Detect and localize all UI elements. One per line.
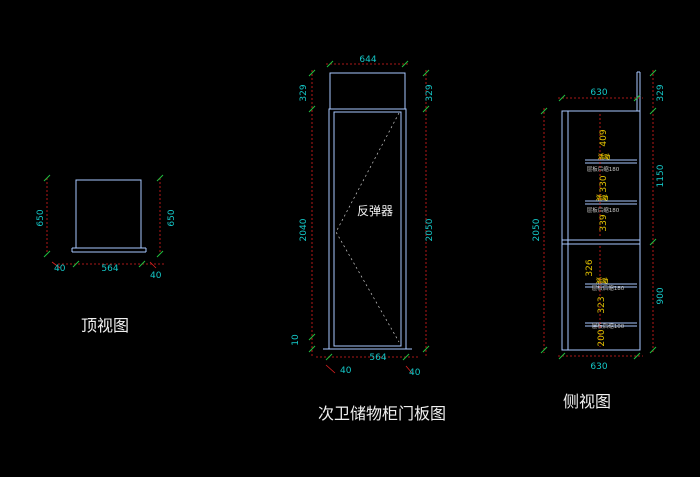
side-cabinet [561,110,641,351]
side-tag-3: 活动 [596,277,608,285]
top-view-height-left: 650 [36,209,46,226]
side-top-width: 630 [590,88,607,98]
side-view: 层板后缩180 层板后缩180 层板后缩180 层板后缩100 活动 活动 活动… [532,69,666,411]
top-view-side-left: 40 [54,264,66,274]
door-inner-panel [333,111,402,347]
side-right-upper: 1150 [656,164,666,187]
top-view-width: 564 [101,264,118,274]
door-panel [328,108,407,350]
side-upper-gap-3: 339 [599,214,609,231]
side-shelf-note-3: 层板后缩180 [592,284,625,292]
side-bottom-width: 630 [590,362,607,372]
door-top-box [329,72,406,110]
door-side-left: 40 [340,366,352,376]
door-side-right: 40 [409,368,421,378]
side-lower-gap-2: 323 [597,296,607,313]
door-top-right: 329 [425,84,435,101]
door-top-width: 644 [359,55,376,65]
door-view-title: 次卫储物柜门板图 [318,404,446,423]
top-view: 650 650 564 40 40 顶视图 [36,174,177,335]
door-left-height: 2040 [299,218,309,241]
top-view-height-right: 650 [167,209,177,226]
side-tag-2: 活动 [596,194,608,202]
door-bottom-width: 564 [369,353,386,363]
door-rebound-label: 反弹器 [357,204,393,218]
door-bottom-small: 10 [291,334,301,346]
side-top-right: 329 [656,84,666,101]
side-view-title: 侧视图 [563,392,611,411]
side-tag-1: 活动 [598,153,610,161]
side-shelf-note-4: 层板后缩100 [592,322,625,330]
top-view-title: 顶视图 [81,316,129,335]
door-swing-lines [335,112,400,343]
top-view-side-right: 40 [150,271,162,281]
side-lower-gap-1: 326 [585,259,595,276]
door-top-left: 329 [299,84,309,101]
side-upper-gap-1: 409 [599,129,609,146]
door-view: 反弹器 644 329 2040 10 329 2050 564 40 40 次… [291,55,446,423]
side-shelf-note-2: 层板后缩180 [587,206,620,214]
top-view-body [75,179,142,249]
side-left-height: 2050 [532,218,542,241]
side-upper-gap-2: 330 [599,175,609,192]
door-right-height: 2050 [425,218,435,241]
side-shelf-note-1: 层板后缩180 [587,165,620,173]
side-right-lower: 900 [656,287,666,304]
side-lower-gap-3: 200 [597,329,607,346]
